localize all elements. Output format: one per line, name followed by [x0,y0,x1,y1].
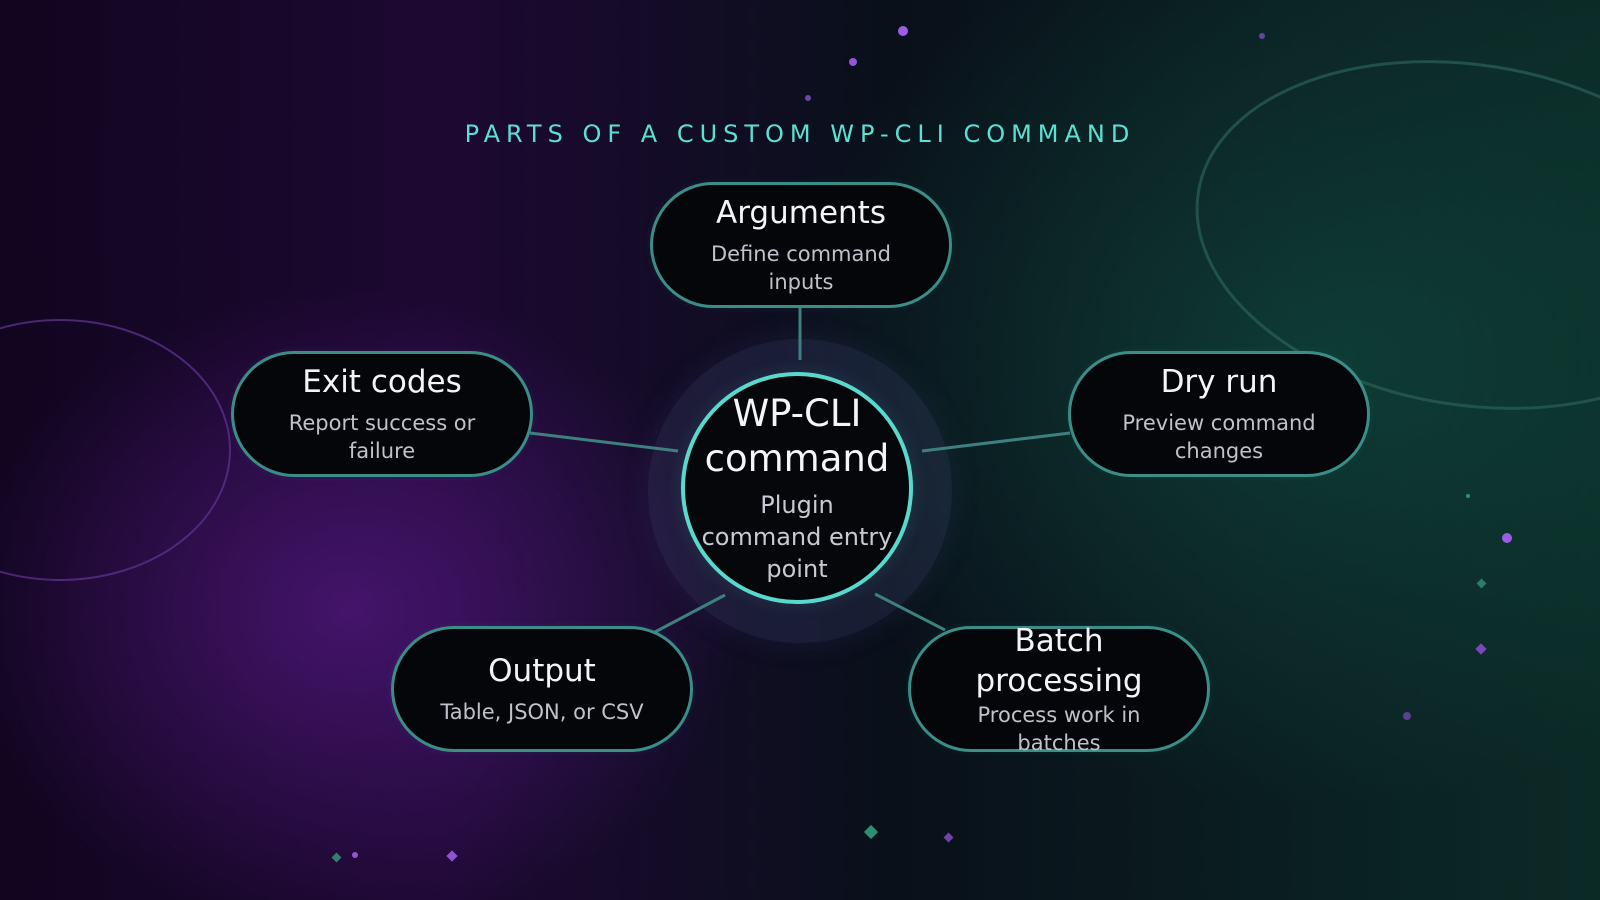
center-node-description: Plugin command entry point [701,491,893,583]
node-batch-processing-title: Batch processing [975,623,1143,699]
node-exit-codes: Exit codes Report success or failure [231,351,533,477]
node-dry-run-title: Dry run [1160,364,1278,400]
node-arguments: Arguments Define command inputs [650,182,952,308]
node-dry-run-description: Preview command changes [1122,411,1316,463]
center-node-title: WP-CLI command [704,392,890,480]
diagram-title: PARTS OF A CUSTOM WP-CLI COMMAND [464,120,1136,148]
node-output-title: Output [488,653,596,689]
node-output: Output Table, JSON, or CSV [391,626,693,752]
node-arguments-title: Arguments [716,195,886,231]
node-dry-run: Dry run Preview command changes [1068,351,1370,477]
node-arguments-description: Define command inputs [710,242,892,294]
node-batch-processing: Batch processing Process work in batches [908,623,1210,755]
center-node-wp-cli-command: WP-CLI command Plugin command entry poin… [681,372,913,604]
node-batch-processing-description: Process work in batches [977,703,1141,755]
node-output-description: Table, JSON, or CSV [440,700,644,724]
node-exit-codes-title: Exit codes [302,364,462,400]
node-exit-codes-description: Report success or failure [288,411,476,463]
